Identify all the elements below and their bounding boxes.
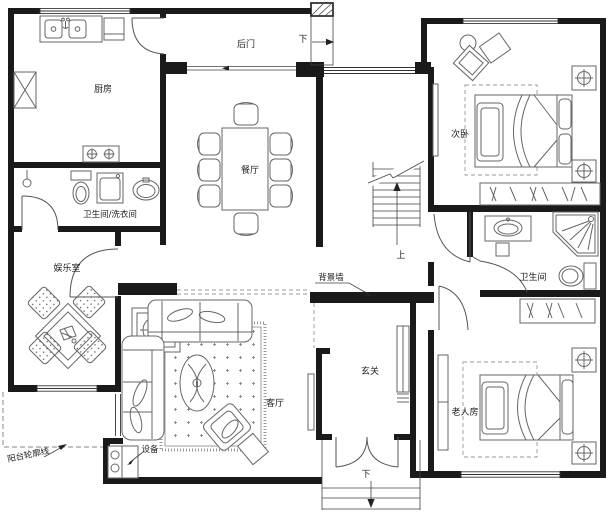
elder-furniture	[437, 298, 597, 465]
pull-light	[22, 170, 32, 188]
room-labels: 厨房 后门 下 餐厅 次卧 卫生间/洗衣间 娱乐室 上 背景墙 卫生间 客厅 玄…	[6, 35, 546, 480]
foyer-fixtures	[396, 325, 410, 403]
stairs-up-arrow	[393, 182, 401, 191]
toilet-right	[558, 262, 597, 290]
bedroom2-chair-set	[452, 32, 512, 82]
balcony-leader	[43, 444, 67, 458]
game-chairs	[27, 285, 107, 365]
shoe-cabinet	[396, 325, 410, 403]
kitchen-stove	[82, 145, 120, 163]
doors	[21, 17, 528, 468]
window-elder-bottom	[460, 471, 561, 478]
bedroom2-furniture	[432, 32, 601, 206]
elder-room-door	[438, 285, 469, 331]
stairs-up-label: 上	[396, 250, 405, 261]
elder-dresser	[437, 354, 449, 451]
washer	[96, 172, 124, 204]
window-stair-top	[324, 67, 415, 74]
bedroom2-nightstand-top	[571, 65, 597, 91]
kitchen-fixtures	[13, 15, 125, 163]
tv-panel	[307, 373, 315, 431]
equipment-leader	[127, 451, 144, 465]
corridor-beam	[177, 289, 310, 295]
dining-table	[221, 127, 269, 211]
window-entertainment-bottom	[36, 385, 98, 392]
entry-down-arrow	[367, 499, 375, 508]
bathroom-sink	[484, 215, 532, 242]
bathroom-fixtures	[484, 211, 599, 290]
hatched-column	[310, 2, 334, 17]
entertainment-furniture	[27, 285, 107, 370]
sliding-opening	[187, 65, 296, 71]
entry-down-label: 下	[361, 470, 370, 480]
dining-label: 餐厅	[241, 164, 259, 176]
elder-bed	[479, 374, 574, 441]
balcony-outline-label: 阳台轮廓线	[6, 445, 50, 465]
kitchen-faucet	[61, 17, 70, 29]
bedroom2-rug-outline	[464, 84, 538, 176]
coffee-table	[179, 354, 215, 412]
dining-furniture	[197, 102, 293, 236]
living-furniture	[121, 299, 315, 466]
entry-steps	[321, 440, 421, 510]
bedroom2-wardrobe	[479, 182, 601, 206]
elder-room-label: 老人房	[451, 406, 478, 418]
bedroom2-slidingdoor	[432, 83, 439, 157]
foyer-label: 玄关	[361, 365, 379, 377]
window-kitchen-top	[39, 8, 131, 14]
elder-wardrobe	[519, 298, 596, 324]
back-door-down-label: 下	[298, 35, 307, 45]
bedroom2-nightstand-bottom	[571, 159, 597, 183]
back-door-label: 后门	[237, 38, 255, 50]
entry-double-door	[335, 436, 399, 468]
dining-chairs	[197, 102, 293, 236]
equipment-box	[107, 445, 139, 479]
elder-nightstand-bottom	[571, 441, 597, 465]
elder-nightstand-top	[571, 347, 597, 373]
bath-sink-left	[132, 177, 160, 201]
balcony-outline-line	[2, 392, 103, 448]
s ofa-left	[121, 335, 165, 441]
back-door-steps	[310, 2, 334, 66]
background-wall-leader	[315, 282, 372, 296]
bedroom2-label: 次卧	[451, 128, 469, 140]
shower	[552, 211, 599, 257]
background-wall-label: 背景墙	[318, 272, 344, 283]
kitchen-door	[131, 17, 165, 55]
annotation-leaders	[43, 282, 372, 465]
bedroom2-bed	[474, 94, 573, 168]
stairs	[366, 156, 426, 245]
entertainment-label: 娱乐室	[53, 262, 80, 274]
balcony-slider	[115, 394, 121, 436]
toilet-left	[70, 170, 92, 205]
kitchen-cabinet	[103, 17, 125, 41]
living-label: 客厅	[266, 397, 284, 409]
bath-laundry-fixtures	[22, 170, 160, 205]
windows	[36, 8, 561, 478]
hall-corridor-door	[433, 212, 471, 263]
sofa-top	[147, 299, 253, 343]
bathroom-label: 卫生间	[519, 271, 546, 283]
window-bedroom2-top	[462, 18, 559, 24]
kitchen-flue	[13, 71, 37, 109]
equipment-label: 设备	[141, 444, 159, 455]
bathroom-stool	[495, 242, 510, 257]
kitchen-sink-right	[68, 19, 87, 39]
back-door-arrow	[326, 38, 334, 46]
bathroom-door	[472, 256, 528, 293]
bath-laundry-door	[21, 195, 59, 231]
kitchen-sink-left	[44, 19, 63, 39]
kitchen-label: 厨房	[94, 83, 112, 95]
bath-laundry-label: 卫生间/洗衣间	[83, 209, 137, 220]
armchair	[203, 403, 270, 466]
